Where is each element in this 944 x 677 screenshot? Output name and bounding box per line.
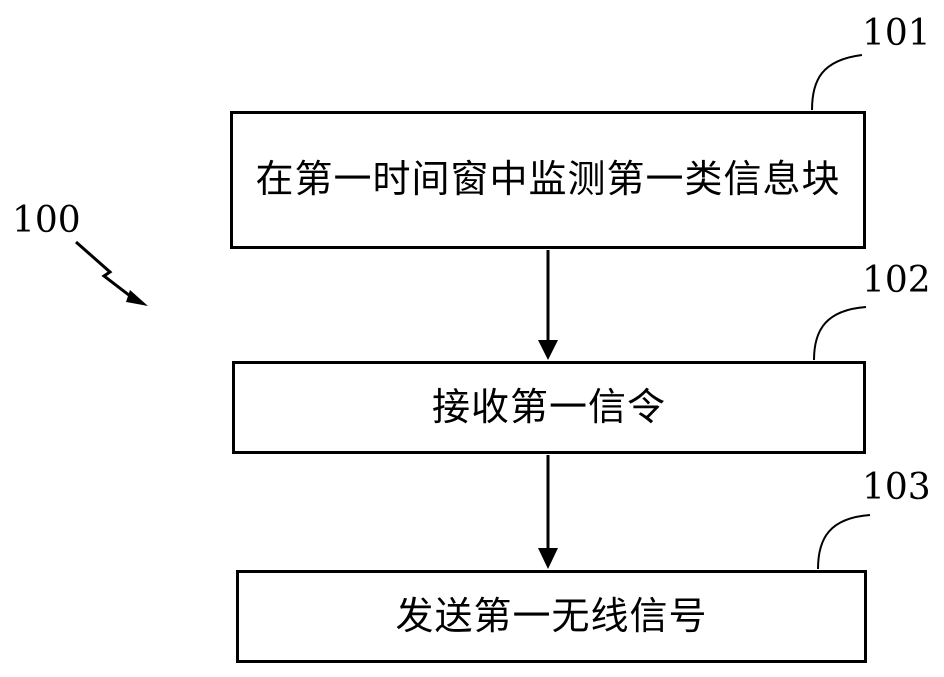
figure-pointer-arrow-head bbox=[126, 290, 148, 306]
arrow-step1-to-step2-head bbox=[538, 340, 558, 360]
step-2-ref: 102 bbox=[862, 260, 931, 301]
figure-pointer-arrow bbox=[75, 240, 139, 304]
step-2-text: 接收第一信令 bbox=[431, 384, 666, 429]
step-3-text: 发送第一无线信号 bbox=[395, 593, 708, 638]
step-3-ref: 103 bbox=[862, 467, 931, 508]
figure-label: 100 bbox=[12, 200, 81, 241]
step-1-text: 在第一时间窗中监测第一类信息块 bbox=[255, 157, 841, 202]
step-1-box: 在第一时间窗中监测第一类信息块 bbox=[230, 111, 866, 249]
step-3-box: 发送第一无线信号 bbox=[236, 570, 867, 663]
step-2-box: 接收第一信令 bbox=[232, 361, 866, 454]
leader-line-101 bbox=[811, 54, 863, 111]
arrow-step2-to-step3-head bbox=[538, 548, 558, 569]
leader-line-102 bbox=[813, 306, 867, 361]
leader-line-103 bbox=[817, 514, 871, 570]
step-1-ref: 101 bbox=[862, 13, 931, 54]
